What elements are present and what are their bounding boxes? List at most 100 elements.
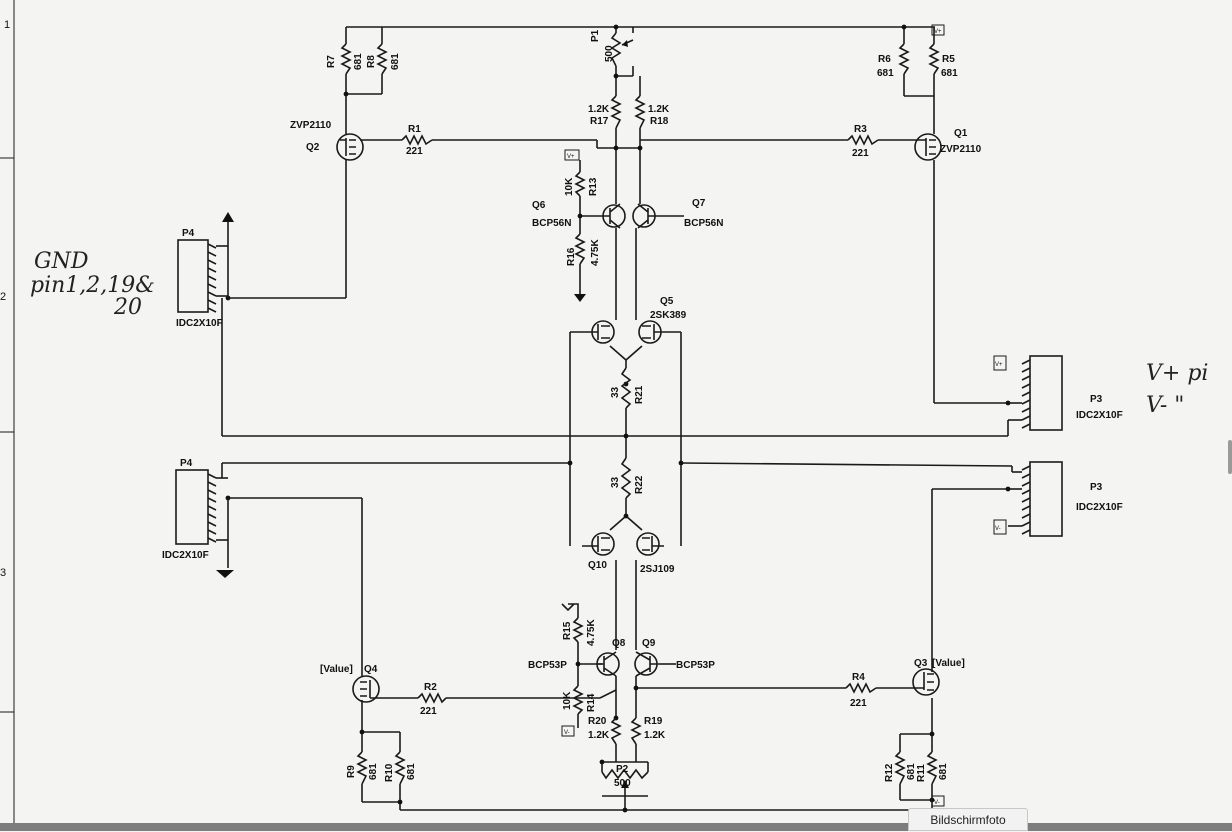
ruler-row-1: 1 — [4, 19, 10, 31]
label-Q5-ref: Q5 — [660, 296, 674, 307]
label-R21-value: 33 — [610, 386, 621, 398]
note-gnd-line1: GND — [34, 249, 89, 274]
label-P4-bottom-value: IDC2X10F — [162, 550, 209, 561]
label-R17-ref: R17 — [590, 116, 609, 127]
label-R9-value: 681 — [368, 763, 379, 780]
label-R14-value: 10K — [562, 691, 573, 710]
label-R13-value: 10K — [564, 177, 575, 196]
label-R18-value: 1.2K — [648, 104, 670, 115]
transistor-Q4-symbol — [352, 675, 380, 703]
transistor-Q3-symbol — [912, 668, 940, 696]
sheet-ruler: 1 2 3 — [0, 0, 15, 823]
label-R19-value: 1.2K — [644, 730, 666, 741]
label-Q8-value: BCP53P — [528, 660, 567, 671]
ruler-row-2: 2 — [0, 291, 6, 303]
label-R11-value: 681 — [938, 763, 949, 780]
label-Q2-value: ZVP2110 — [290, 120, 332, 131]
transistor-Q2-symbol — [336, 133, 364, 161]
connector-P3-bottom-symbol — [1008, 461, 1063, 537]
label-P3-bottom-ref: P3 — [1090, 482, 1103, 493]
label-R3-value: 221 — [852, 148, 869, 159]
label-P2-ref: P2 — [616, 764, 629, 775]
label-R9-ref: R9 — [346, 765, 357, 778]
port-vminus-p3: V- — [995, 526, 1001, 532]
label-R11-ref: R11 — [916, 764, 927, 782]
label-R17-value: 1.2K — [588, 104, 610, 115]
resistor-R6-symbol — [898, 43, 910, 75]
label-Q3-ref: Q3 — [914, 658, 928, 669]
label-R5-ref: R5 — [942, 54, 955, 65]
transistor-Q1-symbol — [914, 133, 942, 161]
resistor-R4-symbol — [845, 682, 877, 694]
note-vminus: V- " — [1146, 393, 1184, 418]
label-R6-ref: R6 — [878, 54, 891, 65]
transistor-Q8-symbol — [596, 652, 620, 676]
resistor-R9-symbol — [356, 751, 368, 785]
label-Q10-ref: Q10 — [588, 560, 607, 571]
label-R20-value: 1.2K — [588, 730, 610, 741]
label-R22-value: 33 — [610, 476, 621, 488]
ground-arrow-p4-top — [222, 212, 234, 222]
resistor-R12-symbol — [894, 751, 906, 785]
potentiometer-symbols — [601, 32, 649, 796]
resistor-R10-symbol — [394, 751, 406, 785]
resistor-R20-symbol — [610, 717, 622, 745]
label-P4-top-ref: P4 — [182, 228, 195, 239]
label-Q4-ref: Q4 — [364, 664, 378, 675]
label-Q7-value: BCP56N — [684, 218, 723, 229]
label-P3-top-ref: P3 — [1090, 394, 1103, 405]
ground-arrow-r16 — [574, 294, 586, 302]
label-Q9-value: BCP53P — [676, 660, 715, 671]
label-R8-ref: R8 — [366, 55, 377, 68]
label-R1-value: 221 — [406, 146, 423, 157]
label-R15-ref: R15 — [562, 621, 573, 640]
label-Q6-value: BCP56N — [532, 218, 571, 229]
port-vminus-bottom: V- — [934, 800, 940, 806]
label-Q1-value: ZVP2110 — [940, 144, 982, 155]
label-R3-ref: R3 — [854, 124, 867, 135]
transistor-Q10-right-symbol — [636, 532, 660, 556]
label-R5-value: 681 — [941, 68, 958, 79]
label-R12-ref: R12 — [884, 763, 895, 782]
label-R20-ref: R20 — [588, 716, 607, 727]
resistor-R14-symbol — [572, 685, 584, 715]
power-ports: V+ V+ V+ V- V- V- — [561, 24, 1007, 807]
junctions — [225, 24, 1011, 813]
label-R18-ref: R18 — [650, 116, 669, 127]
label-Q1-ref: Q1 — [954, 128, 968, 139]
label-R14-ref: R14 — [586, 693, 597, 712]
label-R4-value: 221 — [850, 698, 867, 709]
resistor-R21-symbol — [620, 367, 632, 409]
label-Q3-value: [Value] — [932, 658, 965, 669]
note-vplus: V+ pi — [1146, 361, 1208, 386]
resistor-R7-symbol — [340, 43, 352, 75]
label-R7-value: 681 — [353, 53, 364, 70]
transistor-Q10-left-symbol — [591, 532, 615, 556]
resistor-R3-symbol — [847, 134, 879, 146]
connector-P4-top-symbol — [177, 222, 229, 313]
port-vminus-r14: V- — [564, 730, 570, 736]
label-Q7-ref: Q7 — [692, 198, 706, 209]
label-Q5-value: 2SK389 — [650, 310, 687, 321]
label-Q8-ref: Q8 — [612, 638, 626, 649]
resistor-R17-symbol — [610, 95, 622, 129]
label-P3-top-value: IDC2X10F — [1076, 410, 1123, 421]
note-gnd-line2: pin1,2,19& — [30, 273, 155, 298]
label-R1-ref: R1 — [408, 124, 421, 135]
label-R21-ref: R21 — [634, 385, 645, 404]
scrollbar-handle[interactable] — [1228, 440, 1232, 474]
connector-P3-top-symbol — [1008, 355, 1063, 431]
port-vplus-r13: V+ — [567, 154, 575, 160]
label-R8-value: 681 — [390, 53, 401, 70]
label-R7-ref: R7 — [326, 55, 337, 68]
label-R13-ref: R13 — [588, 177, 599, 196]
label-R12-value: 681 — [906, 763, 917, 780]
label-Q10-value: 2SJ109 — [640, 564, 675, 575]
transistor-Q6-symbol — [602, 204, 626, 228]
resistor-R22-symbol — [620, 457, 632, 499]
resistor-R18-symbol — [634, 95, 646, 129]
label-Q6-ref: Q6 — [532, 200, 546, 211]
connector-P4-bottom-symbol — [175, 463, 229, 568]
connector-symbols — [175, 222, 1063, 568]
label-R2-ref: R2 — [424, 682, 437, 693]
